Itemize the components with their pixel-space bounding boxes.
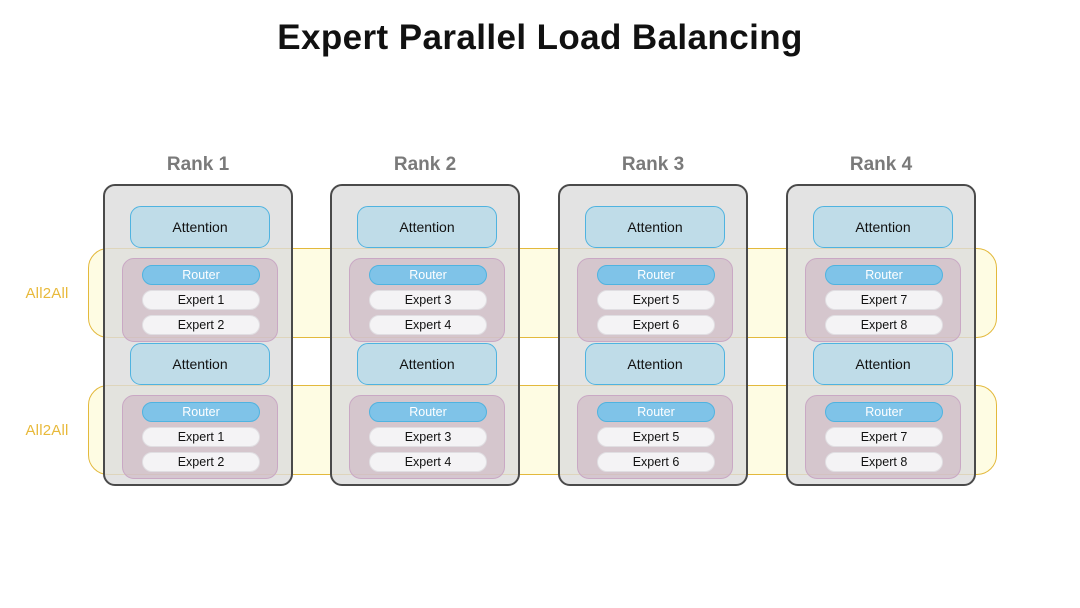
attention-block: Attention — [813, 343, 953, 385]
rank-label-2: Rank 2 — [393, 154, 457, 175]
expert-block: Expert 7 — [825, 427, 943, 447]
attention-block: Attention — [357, 343, 497, 385]
expert-block: Expert 5 — [597, 290, 715, 310]
rank-container-2: Attention Router Expert 3 Expert 4 Atten… — [330, 184, 520, 486]
router-block: Router — [825, 402, 943, 422]
expert-block: Expert 6 — [597, 452, 715, 472]
moe-group: Router Expert 3 Expert 4 — [349, 258, 505, 342]
moe-group: Router Expert 5 Expert 6 — [577, 258, 733, 342]
expert-block: Expert 1 — [142, 427, 260, 447]
expert-block: Expert 6 — [597, 315, 715, 335]
rank-label-1: Rank 1 — [166, 154, 230, 175]
expert-block: Expert 7 — [825, 290, 943, 310]
router-block: Router — [825, 265, 943, 285]
expert-block: Expert 8 — [825, 315, 943, 335]
expert-block: Expert 2 — [142, 452, 260, 472]
attention-block: Attention — [130, 206, 270, 248]
rank-column-4: Rank 4 Attention Router Expert 7 Expert … — [786, 154, 976, 486]
moe-group: Router Expert 3 Expert 4 — [349, 395, 505, 479]
rank-container-4: Attention Router Expert 7 Expert 8 Atten… — [786, 184, 976, 486]
router-block: Router — [142, 402, 260, 422]
rank-column-1: Rank 1 Attention Router Expert 1 Expert … — [103, 154, 293, 486]
rank-label-4: Rank 4 — [849, 154, 913, 175]
router-block: Router — [597, 265, 715, 285]
rank-label-3: Rank 3 — [621, 154, 685, 175]
expert-block: Expert 3 — [369, 427, 487, 447]
expert-block: Expert 1 — [142, 290, 260, 310]
attention-block: Attention — [585, 206, 725, 248]
router-block: Router — [597, 402, 715, 422]
moe-group: Router Expert 7 Expert 8 — [805, 258, 961, 342]
router-block: Router — [369, 402, 487, 422]
attention-block: Attention — [813, 206, 953, 248]
rank-column-3: Rank 3 Attention Router Expert 5 Expert … — [558, 154, 748, 486]
expert-block: Expert 5 — [597, 427, 715, 447]
expert-block: Expert 4 — [369, 452, 487, 472]
rank-column-2: Rank 2 Attention Router Expert 3 Expert … — [330, 154, 520, 486]
rank-container-1: Attention Router Expert 1 Expert 2 Atten… — [103, 184, 293, 486]
expert-block: Expert 3 — [369, 290, 487, 310]
all2all-label-top: All2All — [25, 285, 69, 302]
attention-block: Attention — [130, 343, 270, 385]
attention-block: Attention — [357, 206, 497, 248]
router-block: Router — [369, 265, 487, 285]
expert-block: Expert 4 — [369, 315, 487, 335]
expert-block: Expert 2 — [142, 315, 260, 335]
all2all-label-bottom: All2All — [25, 422, 69, 439]
moe-group: Router Expert 1 Expert 2 — [122, 258, 278, 342]
moe-group: Router Expert 7 Expert 8 — [805, 395, 961, 479]
page-title: Expert Parallel Load Balancing — [277, 18, 803, 57]
expert-block: Expert 8 — [825, 452, 943, 472]
router-block: Router — [142, 265, 260, 285]
rank-container-3: Attention Router Expert 5 Expert 6 Atten… — [558, 184, 748, 486]
moe-group: Router Expert 5 Expert 6 — [577, 395, 733, 479]
moe-group: Router Expert 1 Expert 2 — [122, 395, 278, 479]
attention-block: Attention — [585, 343, 725, 385]
